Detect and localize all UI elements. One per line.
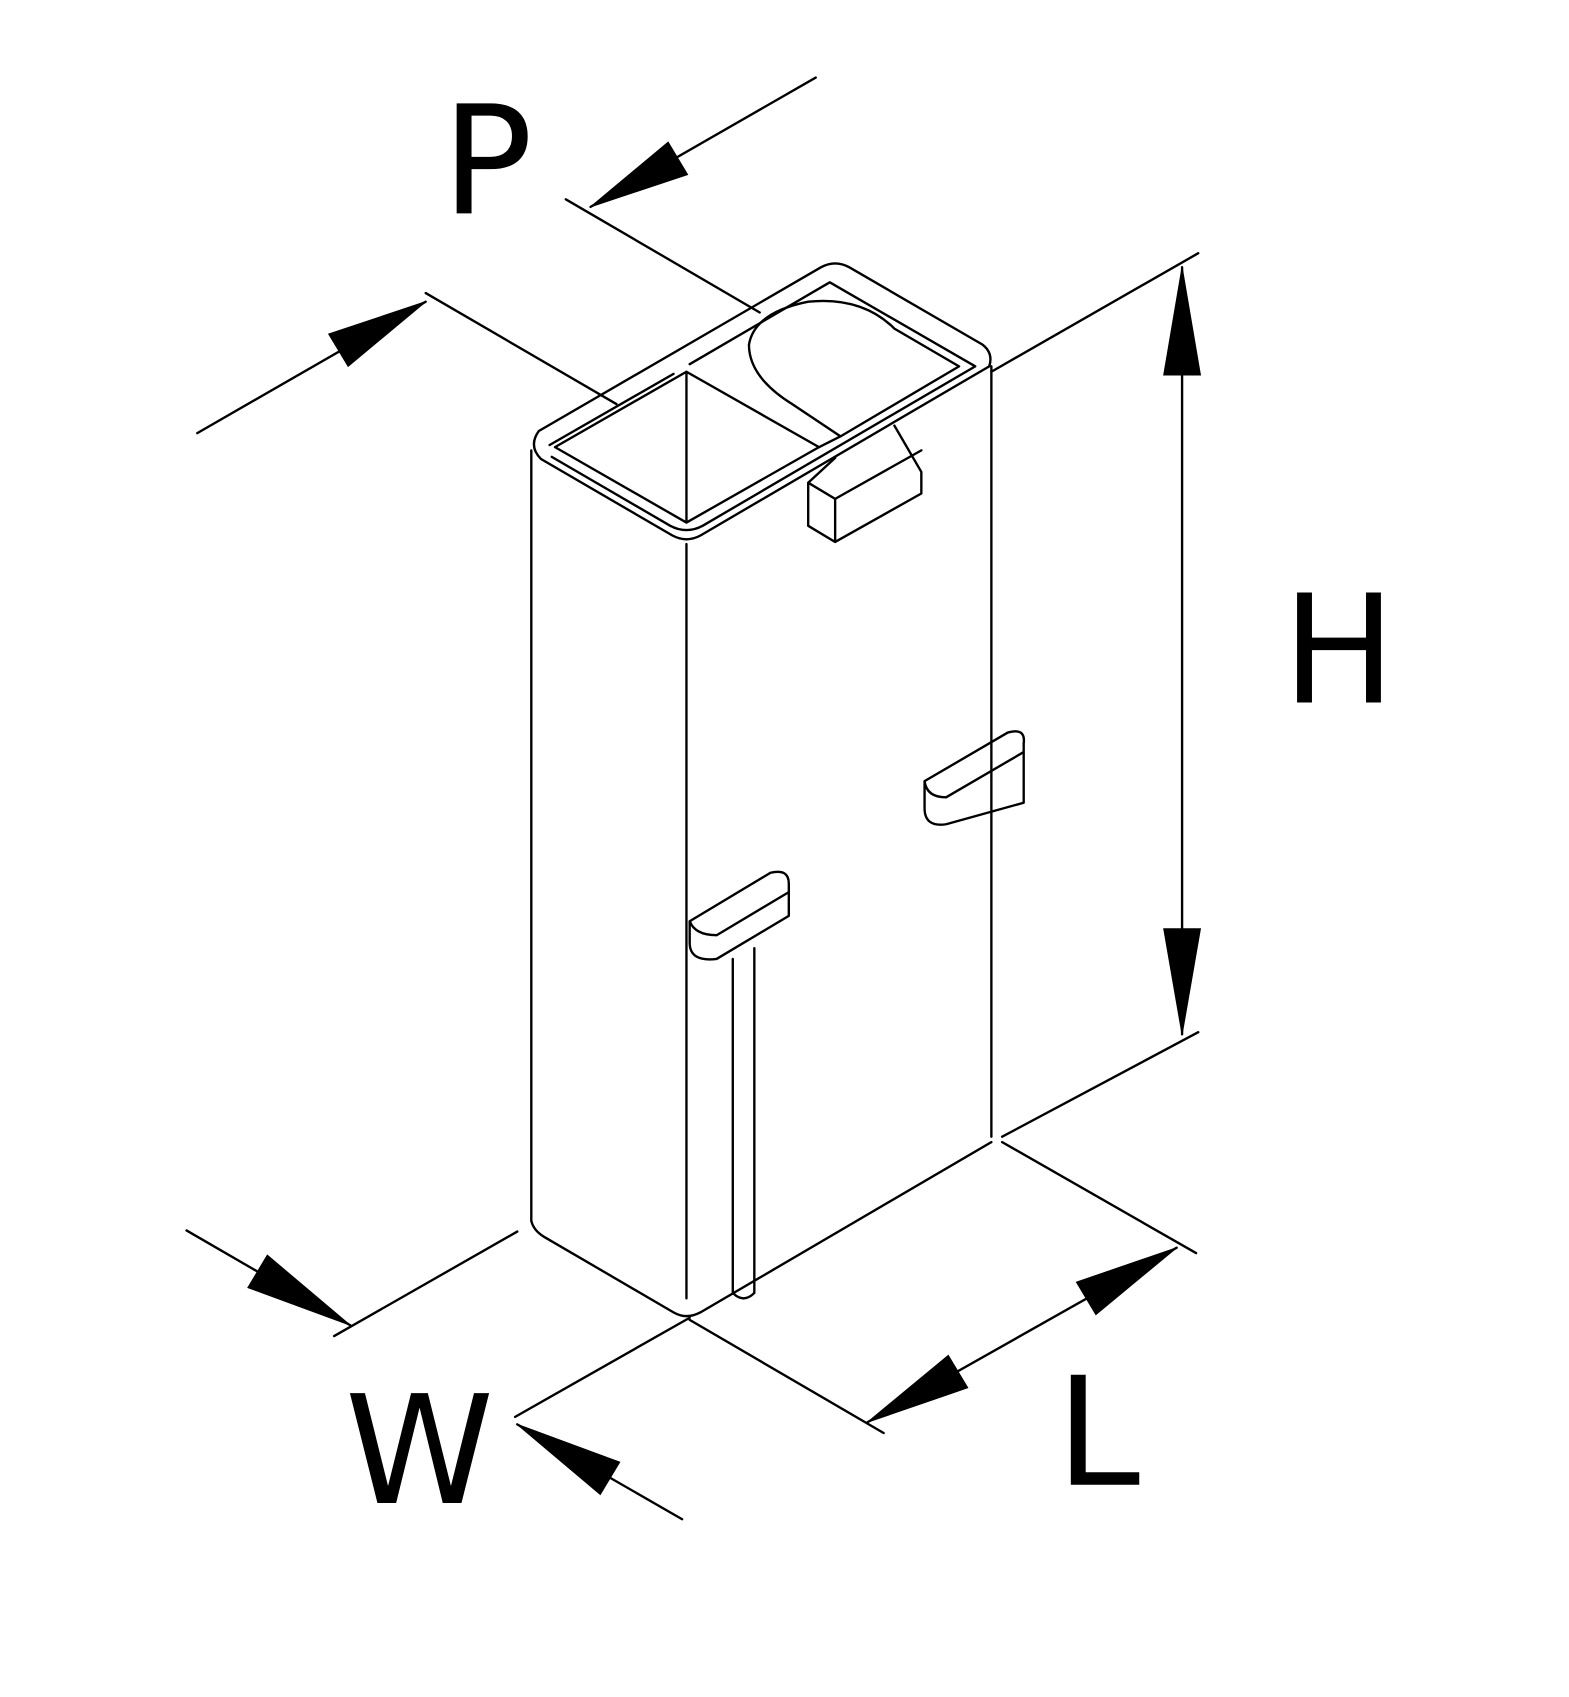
guide-rail: [731, 946, 756, 1300]
housing-body: [530, 262, 1026, 1318]
bottom-edge: [530, 1140, 993, 1318]
arrowhead: [1163, 928, 1202, 1035]
label-w: W: [345, 1363, 494, 1539]
arrowhead: [867, 1354, 969, 1423]
label-p: P: [442, 73, 533, 249]
arrowhead: [1075, 1247, 1178, 1316]
side-tab: [923, 730, 1026, 826]
arrowhead: [590, 141, 689, 208]
arrowhead: [327, 301, 427, 368]
top-rim: [532, 262, 992, 541]
dimension-l: L: [688, 1140, 1198, 1521]
top-rim-inner: [548, 281, 977, 532]
arrowhead: [247, 1254, 351, 1326]
front-tab: [688, 870, 790, 961]
arrowhead: [1163, 267, 1202, 376]
top-latch: [807, 424, 923, 544]
dimension-p: P: [196, 73, 817, 435]
round-cavity: [747, 299, 961, 449]
dimension-h: H: [990, 252, 1396, 1138]
dimension-w: W: [185, 1229, 691, 1539]
arrowhead: [516, 1423, 621, 1496]
label-l: L: [1056, 1345, 1140, 1521]
label-h: H: [1282, 563, 1395, 739]
